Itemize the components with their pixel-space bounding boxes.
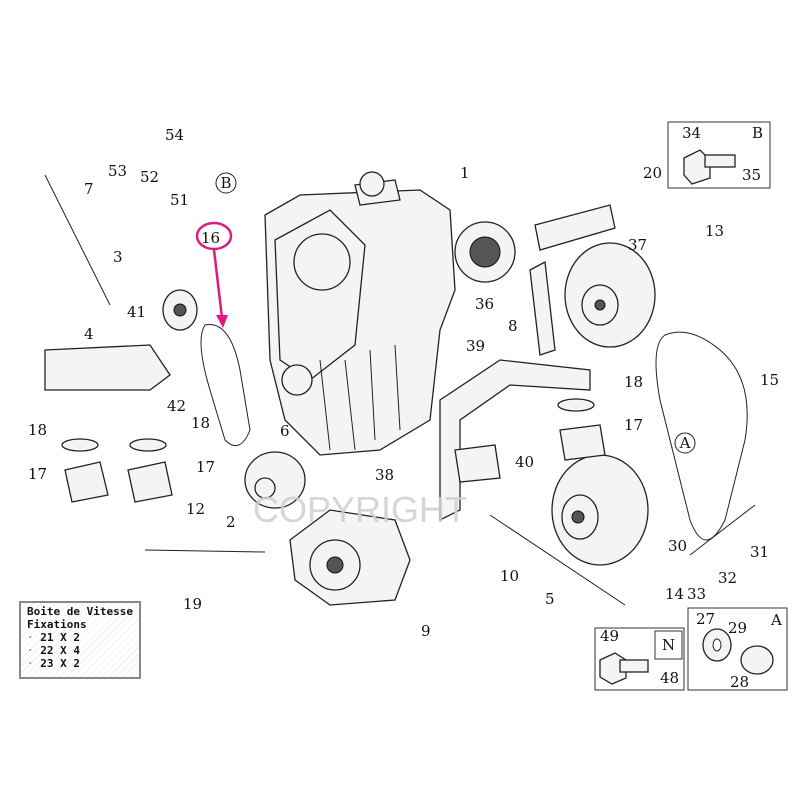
throttle-cable (44, 174, 111, 306)
bracket (439, 359, 591, 522)
callout-6: 6 (280, 422, 290, 440)
inset-b-part-35: 35 (742, 166, 761, 184)
callout-7: 7 (84, 180, 94, 198)
inset-a-part-27: 27 (696, 610, 715, 628)
callout-32: 32 (718, 569, 737, 587)
cable-19 (144, 549, 266, 553)
callout-30: 30 (668, 537, 687, 555)
callout-18: 18 (191, 414, 210, 432)
callout-33: 33 (687, 585, 706, 603)
inset-n: 49 N 48 (594, 627, 685, 691)
watermark: COPYRIGHT (253, 489, 467, 530)
callout-19: 19 (183, 595, 202, 613)
callout-17: 17 (624, 416, 643, 434)
legend-item: 23 X 2 (27, 657, 133, 670)
inset-b-letter: B (752, 124, 763, 142)
callout-18: 18 (624, 373, 643, 391)
inset-a-part-28: 28 (730, 673, 749, 691)
highlight-circle (195, 221, 233, 251)
dipstick (489, 514, 626, 606)
callout-51: 51 (170, 191, 189, 209)
alternator (244, 451, 306, 509)
engine-mounts (61, 398, 606, 503)
callout-54: 54 (165, 126, 184, 144)
callout-38: 38 (375, 466, 394, 484)
inset-n-part-48: 48 (660, 669, 679, 687)
legend-item: 21 X 2 (27, 631, 133, 644)
legend-subtitle: Fixations (27, 618, 87, 631)
callout-9: 9 (421, 622, 431, 640)
inset-b-part-34: 34 (682, 124, 701, 142)
inset-n-part-49: 49 (600, 627, 619, 645)
callout-10: 10 (500, 567, 519, 585)
belt-15 (655, 331, 748, 541)
callout-41: 41 (127, 303, 146, 321)
inset-a-letter: A (770, 611, 782, 629)
pulley-13 (564, 242, 656, 348)
callout-5: 5 (545, 590, 555, 608)
highlight-arrowhead (216, 315, 228, 328)
rod-30 (689, 504, 756, 556)
inset-b: 34 B 35 (667, 121, 771, 189)
belt-16 (200, 324, 251, 447)
bracket-plate (44, 344, 171, 391)
callout-42: 42 (167, 397, 186, 415)
inset-n-letter: N (662, 636, 675, 654)
callout-4: 4 (84, 325, 94, 343)
legend-item: 22 X 4 (27, 644, 133, 657)
callout-15: 15 (760, 371, 779, 389)
callout-16: 16 (201, 229, 220, 247)
callout-37: 37 (628, 236, 647, 254)
callout-36: 36 (475, 295, 494, 313)
callout-39: 39 (466, 337, 485, 355)
inset-a-part-29: 29 (728, 619, 747, 637)
callout-18: 18 (28, 421, 47, 439)
callout-40: 40 (515, 453, 534, 471)
pulley-3 (162, 289, 198, 331)
callout-31: 31 (750, 543, 769, 561)
highlight-arrow (212, 249, 224, 319)
pulley-14 (551, 454, 649, 566)
inset-a: 27 29 A 28 (687, 607, 788, 691)
callout-12: 12 (186, 500, 205, 518)
tensioner-arm (529, 260, 556, 356)
marker-b: B (220, 174, 231, 192)
callout-3: 3 (113, 248, 123, 266)
callout-2: 2 (226, 513, 236, 531)
marker-a-circle (674, 432, 696, 454)
callout-17: 17 (28, 465, 47, 483)
callout-8: 8 (508, 317, 518, 335)
hose (534, 204, 616, 251)
engine (264, 171, 516, 456)
callout-1: 1 (460, 164, 470, 182)
callout-20: 20 (643, 164, 662, 182)
legend-title: Boite de Vitesse (27, 605, 133, 618)
callout-17: 17 (196, 458, 215, 476)
gearbox-fixings-legend: Boite de Vitesse Fixations 21 X 2 22 X 4… (19, 601, 141, 679)
callout-53: 53 (108, 162, 127, 180)
callout-13: 13 (705, 222, 724, 240)
callout-52: 52 (140, 168, 159, 186)
marker-b-circle (215, 172, 237, 194)
callout-14: 14 (665, 585, 684, 603)
marker-a: A (679, 434, 691, 452)
gearbox (289, 509, 411, 606)
